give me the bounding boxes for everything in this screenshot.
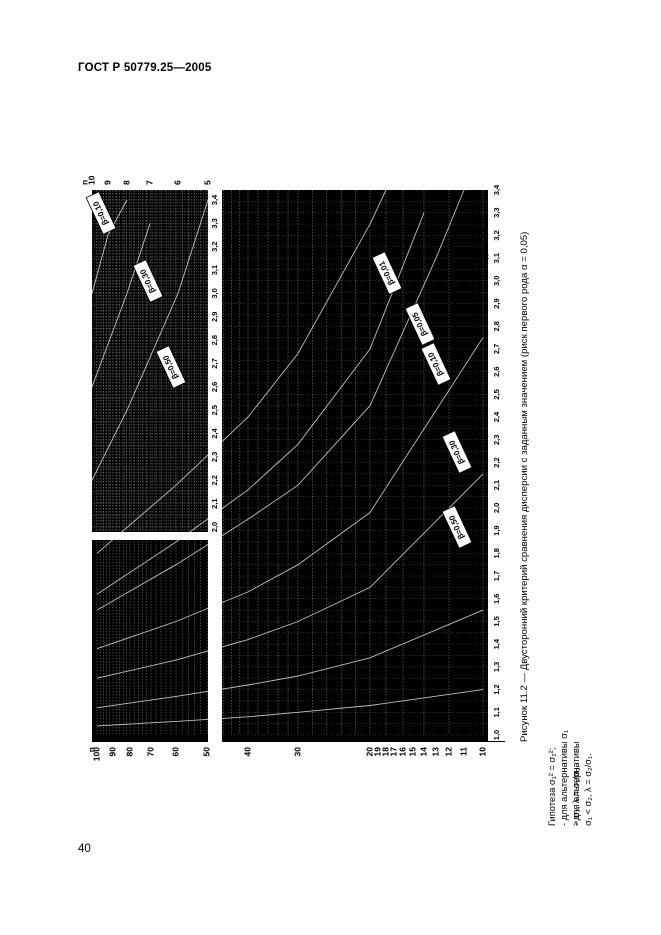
power-curve (96, 189, 387, 554)
tick-label-n: 50 (201, 747, 211, 757)
tick-label-lambda: 1,3 (492, 662, 501, 672)
tick-label-lambda: 2,0 (492, 503, 501, 513)
tick-label-n: 18 (380, 747, 390, 757)
tick-label-n-lower: 8 (121, 180, 131, 185)
tick-label-lambda: 3,2 (492, 230, 501, 240)
tick-label-lambda: 1,6 (492, 594, 501, 604)
series-label-box (155, 345, 187, 389)
tick-label-lambda: 2,6 (492, 366, 501, 376)
document-header: ГОСТ Р 50779.25—2005 (78, 62, 212, 74)
tick-label-n: 12 (443, 747, 453, 757)
tick-label-lambda-lower: 3,0 (210, 288, 219, 298)
tick-label-lambda: 1,0 (492, 730, 501, 740)
tick-label-n: 14 (418, 747, 428, 757)
axis-title-n-lower: n (79, 180, 89, 185)
tick-label-lambda: 1,4 (492, 638, 501, 649)
tick-label-lambda: 2,1 (492, 480, 501, 490)
power-curve (96, 609, 484, 709)
axis-title-n: n (86, 747, 96, 752)
tick-label-n: 90 (107, 747, 117, 757)
lambda-axis-band-lower (208, 196, 222, 540)
tick-label-lambda-lower: 2,8 (210, 335, 219, 345)
power-curve-lower (91, 199, 128, 294)
tick-label-lambda-lower: 3,2 (210, 241, 219, 251)
series-label-box (85, 191, 117, 235)
tick-label-lambda: 2,8 (492, 321, 501, 331)
tick-label-lambda: 2,2 (492, 457, 501, 467)
tick-label-n: 60 (170, 747, 180, 757)
tick-label-n: 13 (430, 747, 440, 757)
tick-label-n: 11 (458, 747, 468, 756)
tick-label-n: 10 (477, 747, 487, 757)
tick-label-n-lower: 6 (172, 180, 182, 185)
power-curve (96, 473, 484, 679)
tick-label-n: 80 (124, 747, 134, 757)
tick-label-lambda: 1,5 (492, 616, 501, 626)
tick-label-lambda-lower: 2,2 (210, 475, 219, 485)
tick-label-lambda: 1,8 (492, 548, 501, 558)
tick-label-n: 19 (372, 747, 382, 757)
tick-label-lambda: 3,3 (492, 207, 501, 217)
tick-label-lambda: 3,4 (492, 184, 501, 195)
tick-label-n: 17 (388, 747, 398, 757)
power-curve (96, 689, 484, 727)
tick-label-n-lower: 7 (144, 180, 154, 185)
tick-label-lambda: 3,0 (492, 276, 501, 286)
tick-label-n: 40 (242, 747, 252, 757)
tick-label-n: 15 (407, 747, 417, 757)
tick-label-lambda: 2,3 (492, 435, 501, 445)
tick-label-n: 30 (292, 747, 302, 757)
power-curve (96, 212, 425, 595)
series-label-box (441, 505, 473, 549)
tick-label-lambda: 2,5 (492, 389, 501, 399)
tick-label-n-lower: 9 (102, 180, 112, 185)
tick-label-lambda-lower: 2,4 (210, 428, 219, 439)
tick-label-n-lower: 5 (202, 180, 212, 185)
tick-label-lambda-lower: 2,1 (210, 498, 219, 508)
lower-panel-baseline (92, 532, 208, 538)
plot-area-background (92, 190, 505, 742)
figure-caption: Рисунок 11.2 — Двусторонний критерий сра… (519, 231, 530, 742)
tick-label-n: 70 (145, 747, 155, 757)
series-label-box (420, 342, 452, 386)
series-label-box (132, 259, 164, 303)
tick-label-lambda-lower: 3,3 (210, 218, 219, 228)
tick-label-lambda: 2,4 (492, 411, 501, 422)
series-label-box (404, 302, 436, 346)
power-curve (96, 337, 484, 650)
tick-label-lambda: 1,2 (492, 684, 501, 694)
tick-label-lambda: 1,7 (492, 571, 501, 581)
tick-label-n: 100 (91, 747, 101, 761)
hypothesis-line-1: Гипотеза σ₁² = σ₂²; (547, 747, 557, 826)
tick-label-lambda: 3,1 (492, 253, 501, 263)
tick-label-lambda-lower: 2,9 (210, 312, 219, 322)
upper-grid (91, 189, 505, 736)
tick-label-lambda-lower: 3,4 (210, 194, 219, 205)
tick-label-lambda: 2,9 (492, 298, 501, 308)
page-number: 40 (78, 843, 91, 855)
lambda-axis-band (488, 185, 505, 741)
hypothesis-line-3: - для альтернативы σ₁ < σ₂, λ = σ₂/σ₁. (571, 741, 593, 826)
tick-label-n-lower: 10 (86, 175, 96, 185)
tick-label-lambda-lower: 2,0 (210, 522, 219, 532)
tick-label-lambda: 1,1 (492, 707, 501, 717)
power-curve-lower (91, 223, 151, 388)
tick-label-lambda-lower: 2,3 (210, 452, 219, 462)
tick-label-lambda-lower: 2,7 (210, 358, 219, 368)
tick-label-lambda: 1,9 (492, 525, 501, 535)
series-label-box (371, 251, 403, 295)
tick-label-lambda-lower: 3,1 (210, 265, 219, 275)
series-label-box (441, 430, 473, 474)
power-curve-lower (91, 199, 209, 481)
tick-label-lambda-lower: 2,5 (210, 405, 219, 415)
power-curve (96, 189, 465, 611)
tick-label-n: 16 (397, 747, 407, 757)
axis-title-lambda-lower: λ, для n ≤ 10 (224, 222, 233, 268)
tick-label-lambda-lower: 2,6 (210, 382, 219, 392)
tick-label-n: 20 (364, 747, 374, 757)
axis-title-lambda: λ, для n ≥ 10 (480, 222, 489, 268)
tick-label-lambda: 2,7 (492, 344, 501, 354)
